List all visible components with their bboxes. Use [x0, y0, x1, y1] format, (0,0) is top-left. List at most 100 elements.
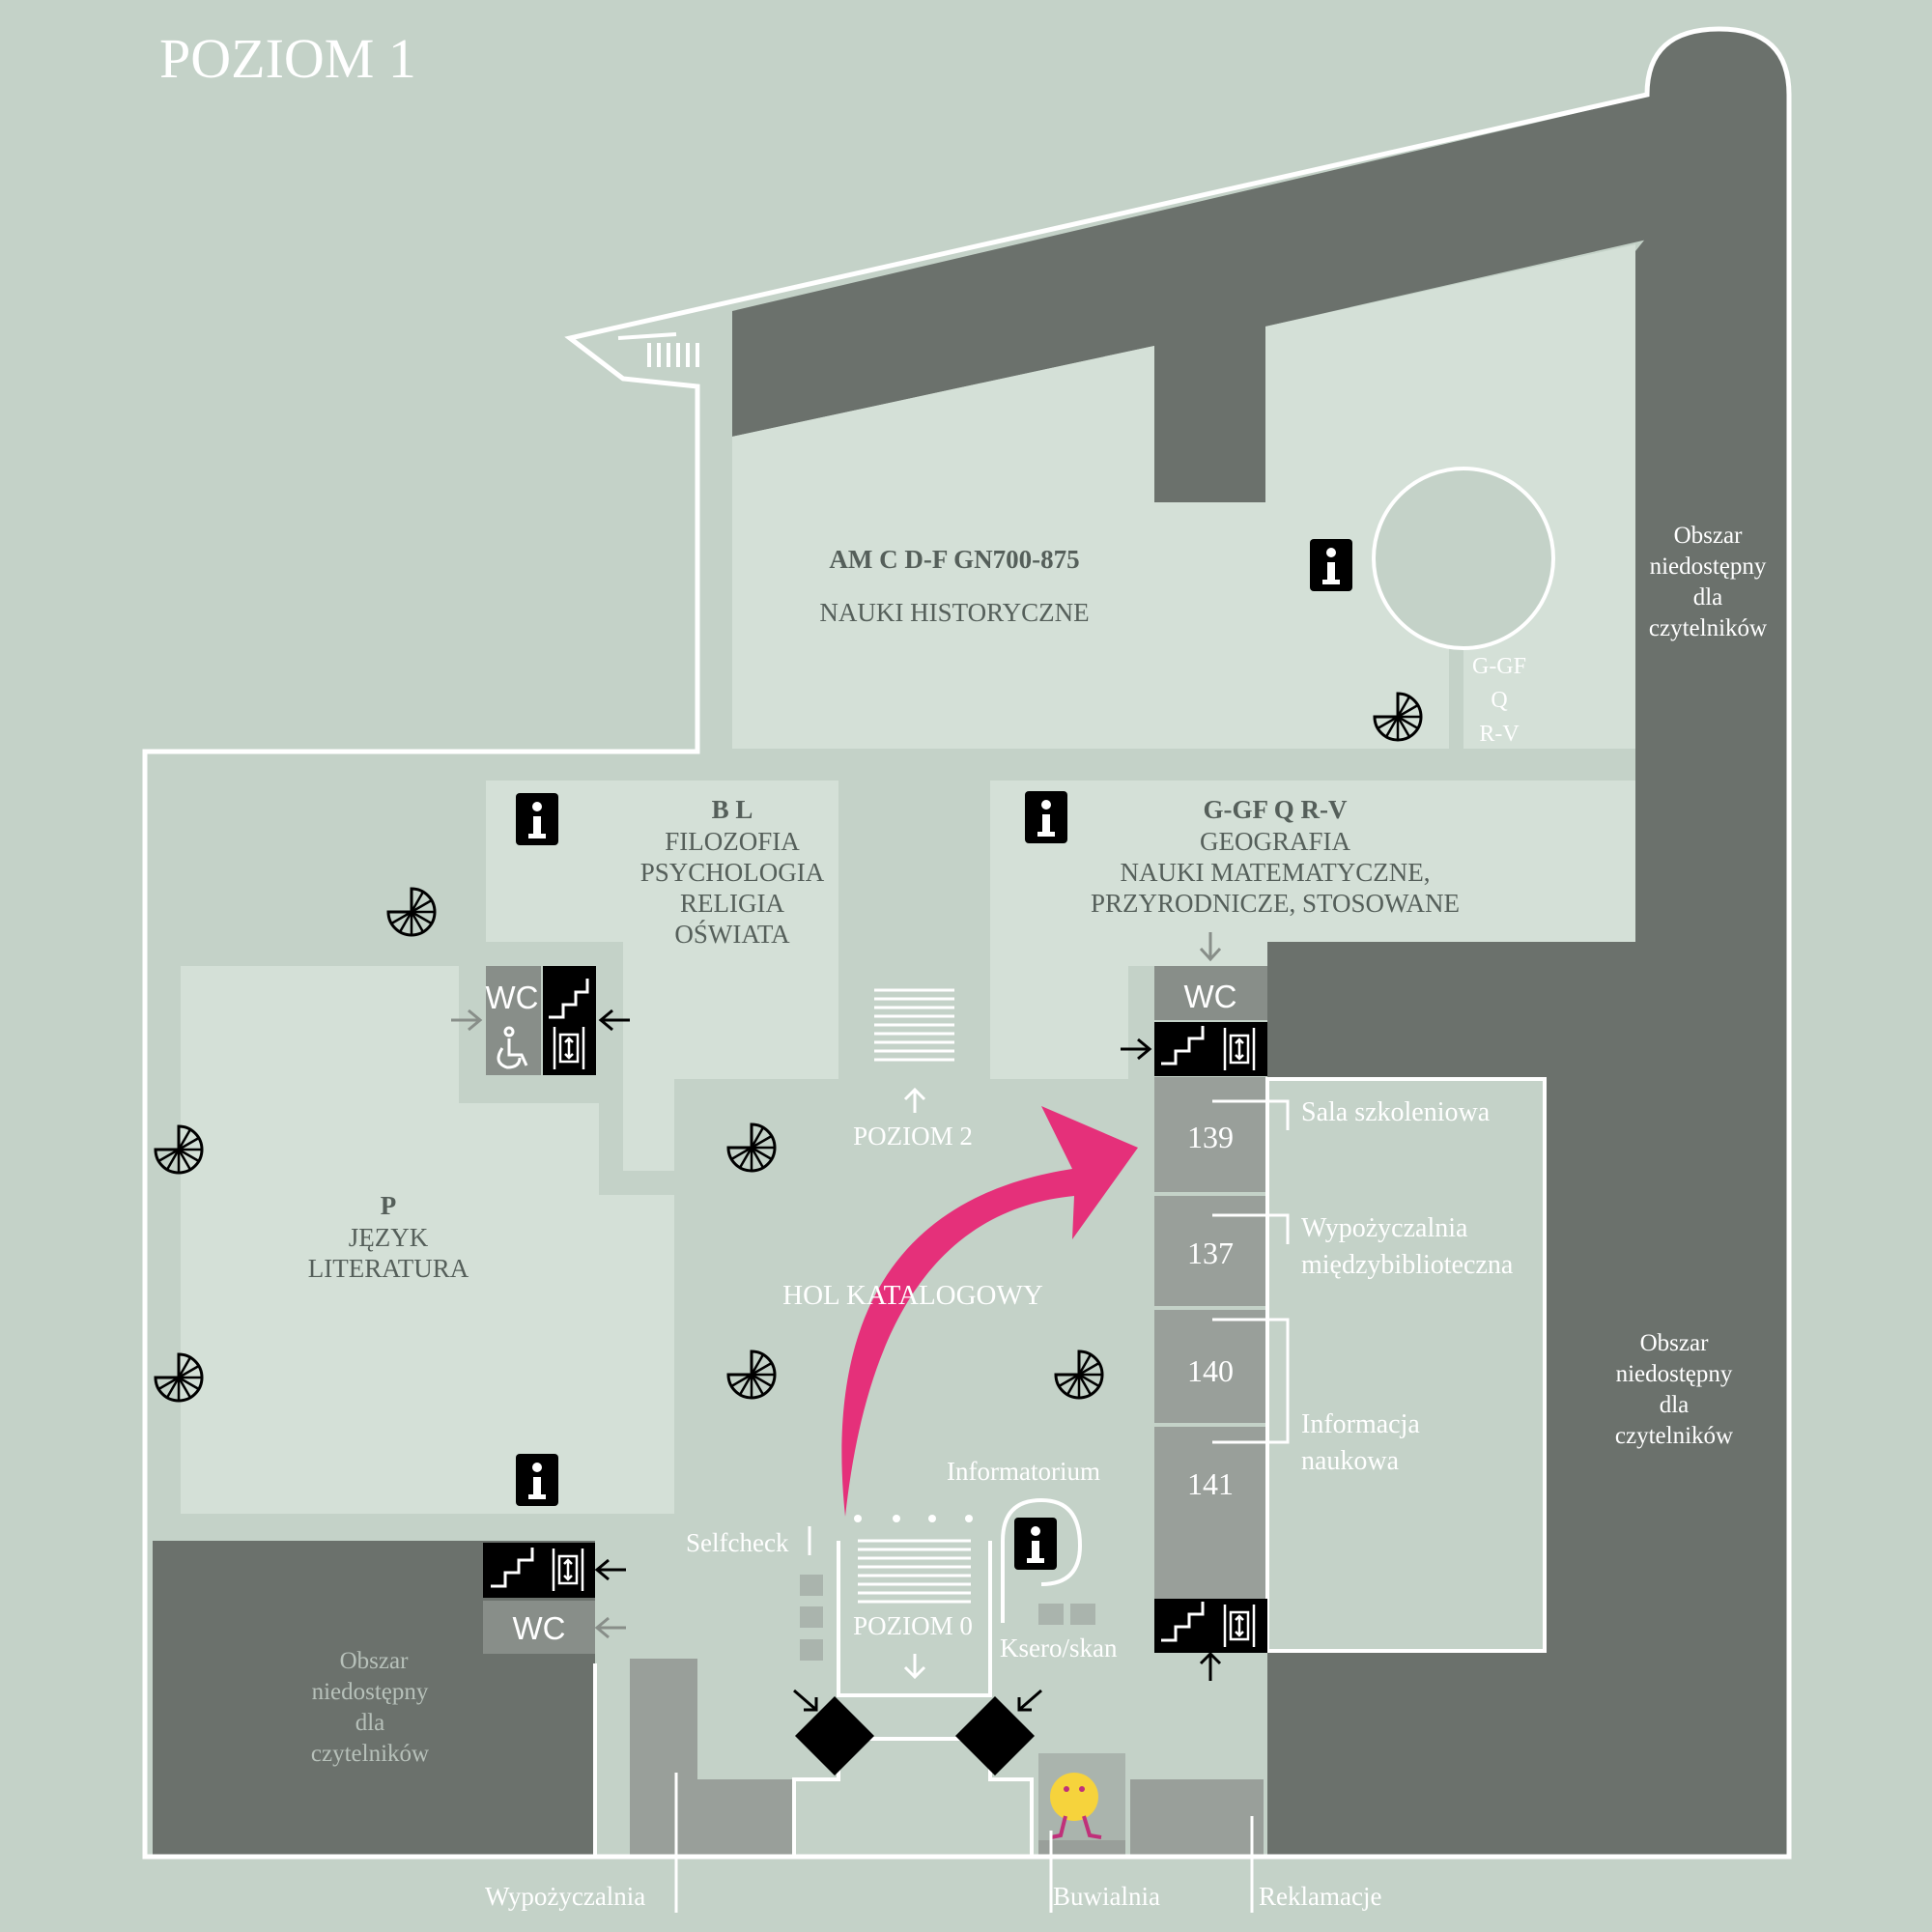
- room-historical-name: NAUKI HISTORYCZNE: [819, 598, 1089, 627]
- stairs-icon: [1161, 1602, 1205, 1642]
- elevator-icon: [1223, 1605, 1256, 1647]
- room-historical-side-3: R-V: [1479, 722, 1520, 747]
- elevator-entrance-left: [794, 1695, 875, 1776]
- stairs-icon: [1161, 1026, 1205, 1065]
- room-philosophy-2: PSYCHOLOGIA: [640, 858, 825, 887]
- arrow-icon: [451, 932, 1222, 1639]
- bookshelf-icon: [1054, 1350, 1104, 1400]
- stairs-icon: [549, 979, 589, 1019]
- stairs-down-label: POZIOM 0: [853, 1611, 973, 1640]
- directions-arrow-icon: [841, 1106, 1138, 1517]
- service-info-2: naukowa: [1301, 1446, 1400, 1476]
- entrance-dots: [854, 1515, 973, 1522]
- bookshelf-icon: [726, 1122, 777, 1173]
- room-language-code: P: [381, 1191, 397, 1220]
- room-language-1: JĘZYK: [349, 1223, 429, 1252]
- wc-label: WC: [486, 980, 539, 1015]
- bookshelf-icon: [154, 1352, 204, 1403]
- blocked-left-2: niedostępny: [312, 1679, 429, 1705]
- stairs-elevator-block-lower-left: [483, 1543, 595, 1598]
- room-141-box: [1154, 1427, 1267, 1601]
- blocked-right-top-1: Obszar: [1674, 523, 1743, 549]
- elevator-icon: [1223, 1028, 1256, 1070]
- room-139-box: [1154, 1079, 1267, 1192]
- service-buwialnia: Buwialnia: [1053, 1882, 1160, 1911]
- room-philosophy-3: RELIGIA: [680, 889, 784, 918]
- round-room: [1372, 467, 1555, 650]
- service-informatorium: Informatorium: [947, 1457, 1100, 1486]
- selfcheck-machines: [800, 1575, 823, 1661]
- elevator-icon: [552, 1548, 584, 1591]
- bookshelf-icon: [726, 1350, 777, 1400]
- room-140-box: [1154, 1310, 1267, 1423]
- blocked-right-mid-1: Obszar: [1640, 1330, 1709, 1356]
- wc-lower-left: [483, 1601, 595, 1654]
- stairs-icon: [491, 1548, 534, 1588]
- wc-label: WC: [513, 1610, 566, 1646]
- blocked-right-top-2: niedostępny: [1650, 554, 1767, 580]
- room-geography-code: G-GF Q R-V: [1204, 795, 1348, 824]
- info-icon[interactable]: [1310, 539, 1352, 591]
- room-historical-code: AM C D-F GN700-875: [829, 545, 1079, 574]
- building-outline: [142, 26, 1792, 1860]
- room-complaints: [1130, 1779, 1264, 1857]
- room-philosophy-4: OŚWIATA: [674, 920, 790, 949]
- service-interlibrary-2: międzybiblioteczna: [1301, 1250, 1514, 1280]
- informatorium-desk: [1001, 1497, 1083, 1623]
- blocked-left-3: dla: [355, 1710, 385, 1736]
- services-panel: [1265, 1077, 1547, 1653]
- service-copy: Ksero/skan: [1000, 1634, 1118, 1662]
- wc-label: WC: [1184, 979, 1237, 1014]
- room-geography: [990, 781, 1635, 1079]
- copy-machines: [1038, 1604, 1095, 1625]
- room-geography-2: NAUKI MATEMATYCZNE,: [1121, 858, 1431, 887]
- arrow-icon: [903, 1087, 926, 1680]
- room-lending: [630, 1659, 794, 1857]
- service-selfcheck: Selfcheck: [686, 1528, 789, 1557]
- bookshelf-icon: [1373, 692, 1423, 742]
- info-icon[interactable]: [1025, 791, 1067, 843]
- room-141: 141: [1187, 1466, 1234, 1501]
- room-historical-side-2: Q: [1491, 688, 1507, 713]
- vent-grille-icon: [647, 343, 699, 367]
- blocked-right-mid-3: dla: [1660, 1392, 1690, 1418]
- room-geography-3: PRZYRODNICZE, STOSOWANE: [1091, 889, 1460, 918]
- service-leaders: [674, 1099, 1290, 1913]
- stairs-elevator-block-right-bottom: [1154, 1599, 1267, 1653]
- blocked-right-mid-4: czytelników: [1615, 1423, 1733, 1449]
- info-icon[interactable]: [516, 1454, 558, 1506]
- wheelchair-icon: [497, 1026, 528, 1069]
- room-historical-side: [1449, 618, 1463, 749]
- room-language-2: LITERATURA: [308, 1254, 469, 1283]
- room-historical-side-1: G-GF: [1472, 654, 1526, 679]
- elevator-entrance-right: [954, 1695, 1036, 1776]
- bookshelf-icon: [154, 1124, 204, 1175]
- info-icon[interactable]: [1014, 1518, 1057, 1570]
- service-lending: Wypożyczalnia: [485, 1882, 645, 1911]
- entrance-corridor: [792, 1541, 1034, 1857]
- room-philosophy-code: B L: [712, 795, 753, 824]
- room-philosophy-1: FILOZOFIA: [665, 827, 800, 856]
- service-complaints: Reklamacje: [1259, 1882, 1381, 1911]
- service-training-room: Sala szkoleniowa: [1301, 1097, 1491, 1127]
- room-philosophy: [486, 781, 838, 1171]
- floor-title: POZIOM 1: [159, 27, 416, 90]
- room-language: [181, 966, 674, 1514]
- info-icon[interactable]: [516, 793, 558, 845]
- service-info-1: Informacja: [1301, 1409, 1420, 1439]
- buwialnia-mascot-icon: [1038, 1753, 1125, 1840]
- blocked-right-top-3: dla: [1693, 584, 1723, 611]
- blocked-left-1: Obszar: [340, 1648, 409, 1674]
- room-140: 140: [1187, 1353, 1234, 1388]
- room-geography-1: GEOGRAFIA: [1200, 827, 1351, 856]
- service-interlibrary-1: Wypożyczalnia: [1301, 1213, 1468, 1243]
- blocked-right-mid-2: niedostępny: [1616, 1361, 1733, 1387]
- stairs-up-label: POZIOM 2: [853, 1122, 973, 1151]
- wc-right: [1154, 966, 1267, 1020]
- room-139: 139: [1187, 1120, 1234, 1154]
- blocked-left-4: czytelników: [311, 1741, 429, 1767]
- blocked-right-top-4: czytelników: [1649, 615, 1767, 641]
- elevator-icon: [553, 1027, 585, 1069]
- stairs-up-icon: [874, 988, 954, 1062]
